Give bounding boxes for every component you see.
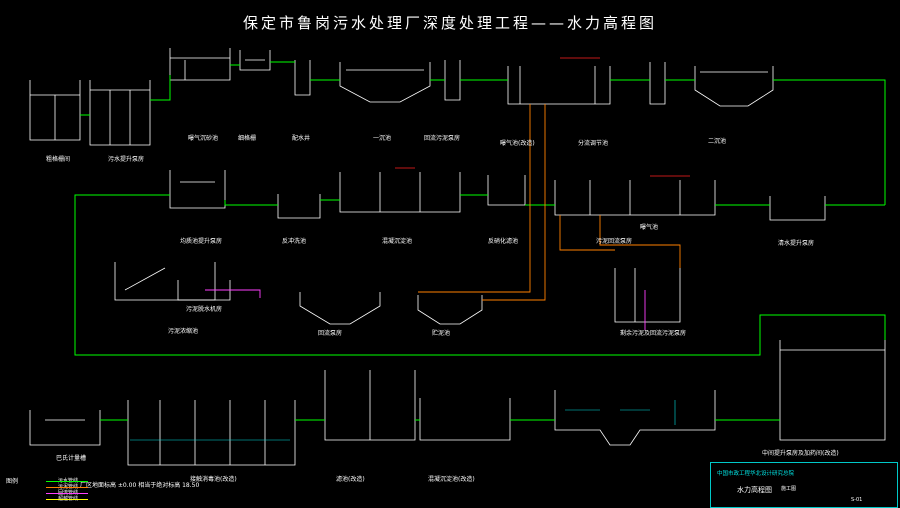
sludge-thickener-structure xyxy=(114,262,216,301)
parshall-flume-structure xyxy=(29,410,101,446)
label-primary-clarifier: 一沉池 xyxy=(373,135,392,142)
fine-screen-structure xyxy=(239,50,271,71)
sludge-return-pump-structure xyxy=(554,180,716,216)
label-clear-water-pump: 清水提升泵房 xyxy=(778,240,815,247)
label-coarse-screen: 粗格栅间 xyxy=(46,156,71,163)
label-grit-chamber: 曝气沉砂池 xyxy=(188,135,219,142)
sludge-storage-cone-structure xyxy=(417,295,483,325)
coagulation-tank-structure xyxy=(339,172,461,213)
label-coagulation-tank: 混凝沉淀池 xyxy=(382,238,413,245)
row2-structures xyxy=(169,170,826,221)
label-parshall-flume: 巴氏计量槽 xyxy=(56,455,87,462)
label-dewatering-house: 污泥脱水机房 xyxy=(186,306,223,313)
return-sludge-pump-structure xyxy=(444,60,461,101)
pipe-row1-main xyxy=(80,61,886,205)
legend-item: 回流管线 xyxy=(46,490,88,496)
drawing-number: S-01 xyxy=(851,497,863,503)
legend-title: 图例 xyxy=(6,478,19,485)
equalization-pump-structure xyxy=(169,170,226,209)
label-aeration-tank: 曝气池(改造) xyxy=(500,140,535,147)
clarifier-retrofit-structure xyxy=(554,390,716,446)
sludge-pipe-a xyxy=(418,104,546,301)
water-level-marks xyxy=(395,57,690,177)
sludge-pipe-b xyxy=(559,215,681,268)
label-return-sludge-pump: 回流污泥泵房 xyxy=(424,135,461,142)
label-lift-pump: 污水提升泵房 xyxy=(108,156,145,163)
lift-pump-structure xyxy=(89,80,151,146)
label-sludge-thickener: 污泥浓缩池 xyxy=(168,328,199,335)
label-split-tank: 分流调节池 xyxy=(578,140,609,147)
surplus-sludge-pump-structure xyxy=(614,268,681,323)
legend-item: 超越管线 xyxy=(46,496,88,502)
legend: 图例 污水管线 污泥管线 回流管线 超越管线 xyxy=(6,476,116,504)
sewage-pipelines xyxy=(74,61,886,421)
legend-item: 污水管线 xyxy=(46,478,88,484)
legend-item: 污泥管线 xyxy=(46,484,88,490)
primary-clarifier-structure xyxy=(339,62,431,103)
label-backwash-tank: 反冲洗池 xyxy=(282,238,307,245)
clear-water-pump-structure xyxy=(769,196,826,221)
intermediate-pump-structure xyxy=(779,340,886,441)
split-tank-structure xyxy=(649,62,666,105)
denitrification-filter-structure xyxy=(487,175,526,206)
drawing-stage: 施工图 xyxy=(781,486,797,492)
return-pipelines xyxy=(205,289,646,330)
label-denitrification-filter: 反硝化滤池 xyxy=(488,238,519,245)
label-equalization-pump: 均质池提升泵房 xyxy=(180,238,223,245)
filter-tank-structure xyxy=(324,370,416,441)
row3-structures xyxy=(114,262,681,325)
label-intermediate-pump: 中间提升泵房及加药间(改造) xyxy=(762,450,839,457)
drawing-name: 水力高程图 xyxy=(737,486,772,494)
drawing-title: 保定市鲁岗污水处理厂深度处理工程——水力高程图 xyxy=(242,14,657,32)
label-fine-screen: 细格栅 xyxy=(238,135,257,142)
drawing-note: 厂区地面标高 ±0.00 相当于绝对标高 18.50 xyxy=(80,482,200,489)
return-pipe-a xyxy=(205,289,261,298)
dimension-details xyxy=(130,400,676,441)
label-sludge-storage: 贮泥池 xyxy=(432,330,451,337)
contact-tank-structure xyxy=(127,400,296,466)
distribution-well-structure xyxy=(294,60,311,96)
row4-structures xyxy=(29,340,886,466)
backwash-tank-structure xyxy=(277,194,321,219)
label-coag-retrofit: 混凝沉淀池(改造) xyxy=(428,476,475,483)
coarse-screen-structure xyxy=(29,80,81,141)
title-block: 中国市政工程华北设计研究总院 水力高程图 施工图 S-01 xyxy=(710,462,898,508)
pipe-row2-main xyxy=(74,194,886,356)
coag-retrofit-structure xyxy=(419,398,511,441)
aeration-tank-structure xyxy=(507,66,611,105)
label-secondary-clarifier: 二沉池 xyxy=(708,138,727,145)
grit-chamber-structure xyxy=(169,48,231,81)
company-name: 中国市政工程华北设计研究总院 xyxy=(717,471,795,477)
secondary-clarifier-structure xyxy=(694,66,774,107)
label-aeration-row2: 曝气池 xyxy=(640,224,659,231)
row1-structures xyxy=(29,48,774,146)
label-distribution-well: 配水井 xyxy=(292,135,311,142)
label-return-pump-house: 回流泵房 xyxy=(318,330,343,337)
label-sludge-return-pump: 污泥回流泵房 xyxy=(596,238,633,245)
return-pump-cone-structure xyxy=(299,292,381,325)
sludge-pipelines xyxy=(418,104,681,301)
label-filter-tank: 滤池(改造) xyxy=(336,476,365,483)
label-contact-tank: 接触消毒池(改造) xyxy=(190,476,237,483)
label-surplus-sludge-pump: 剩余污泥及回流污泥泵房 xyxy=(620,330,687,337)
